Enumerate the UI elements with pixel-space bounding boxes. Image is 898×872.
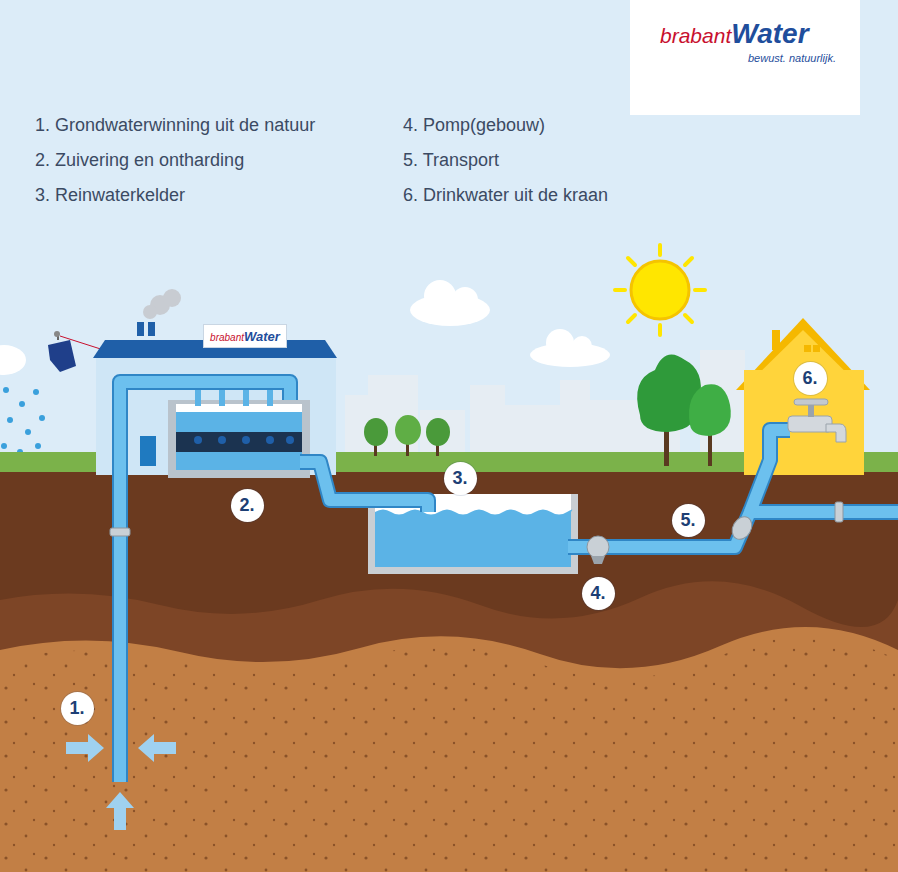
- legend-item: 3. Reinwaterkelder: [35, 185, 185, 206]
- water-tap: [788, 399, 846, 442]
- pipes: [120, 382, 898, 782]
- brand-word: Water: [244, 329, 280, 344]
- callout-circle: 3.: [444, 462, 477, 495]
- legend-item: 6. Drinkwater uit de kraan: [403, 185, 608, 206]
- legend-item: 1. Grondwaterwinning uit de natuur: [35, 115, 315, 136]
- brand-logo: brabantWater bewust. natuurlijk.: [630, 0, 860, 115]
- sun: [615, 245, 705, 335]
- clay-layer: [0, 581, 898, 872]
- callout-number: 4.: [590, 583, 605, 604]
- callout-circle: 4.: [582, 577, 615, 610]
- brand-word: brabant: [210, 332, 244, 343]
- callout-circle: 1.: [61, 692, 94, 725]
- brand-word: brabant: [660, 24, 731, 47]
- callout-number: 3.: [452, 468, 467, 489]
- pump: [587, 536, 609, 564]
- sand-layer: [0, 627, 898, 872]
- legend-item: 4. Pomp(gebouw): [403, 115, 545, 136]
- callout-number: 5.: [680, 510, 695, 531]
- topsoil: [0, 472, 898, 872]
- brand-slogan: bewust. natuurlijk.: [660, 52, 836, 64]
- callout-circle: 5.: [672, 504, 705, 537]
- building-sign: brabantWater: [203, 324, 287, 348]
- pipe-couplings: [110, 502, 843, 543]
- callout-number: 6.: [802, 368, 817, 389]
- callout-circle: 2.: [231, 489, 264, 522]
- small-trees: [364, 415, 450, 456]
- legend-item: 5. Transport: [403, 150, 499, 171]
- legend-item: 2. Zuivering en ontharding: [35, 150, 244, 171]
- rain: [1, 387, 45, 455]
- callout-circle: 6.: [794, 362, 827, 395]
- callout-number: 1.: [69, 698, 84, 719]
- city-silhouette: [345, 350, 745, 460]
- house: [736, 318, 870, 475]
- sand-texture: [0, 637, 898, 872]
- inflow-arrows: [66, 734, 176, 830]
- brand-word: Water: [731, 18, 808, 49]
- callout-number: 2.: [239, 495, 254, 516]
- big-trees: [637, 354, 731, 466]
